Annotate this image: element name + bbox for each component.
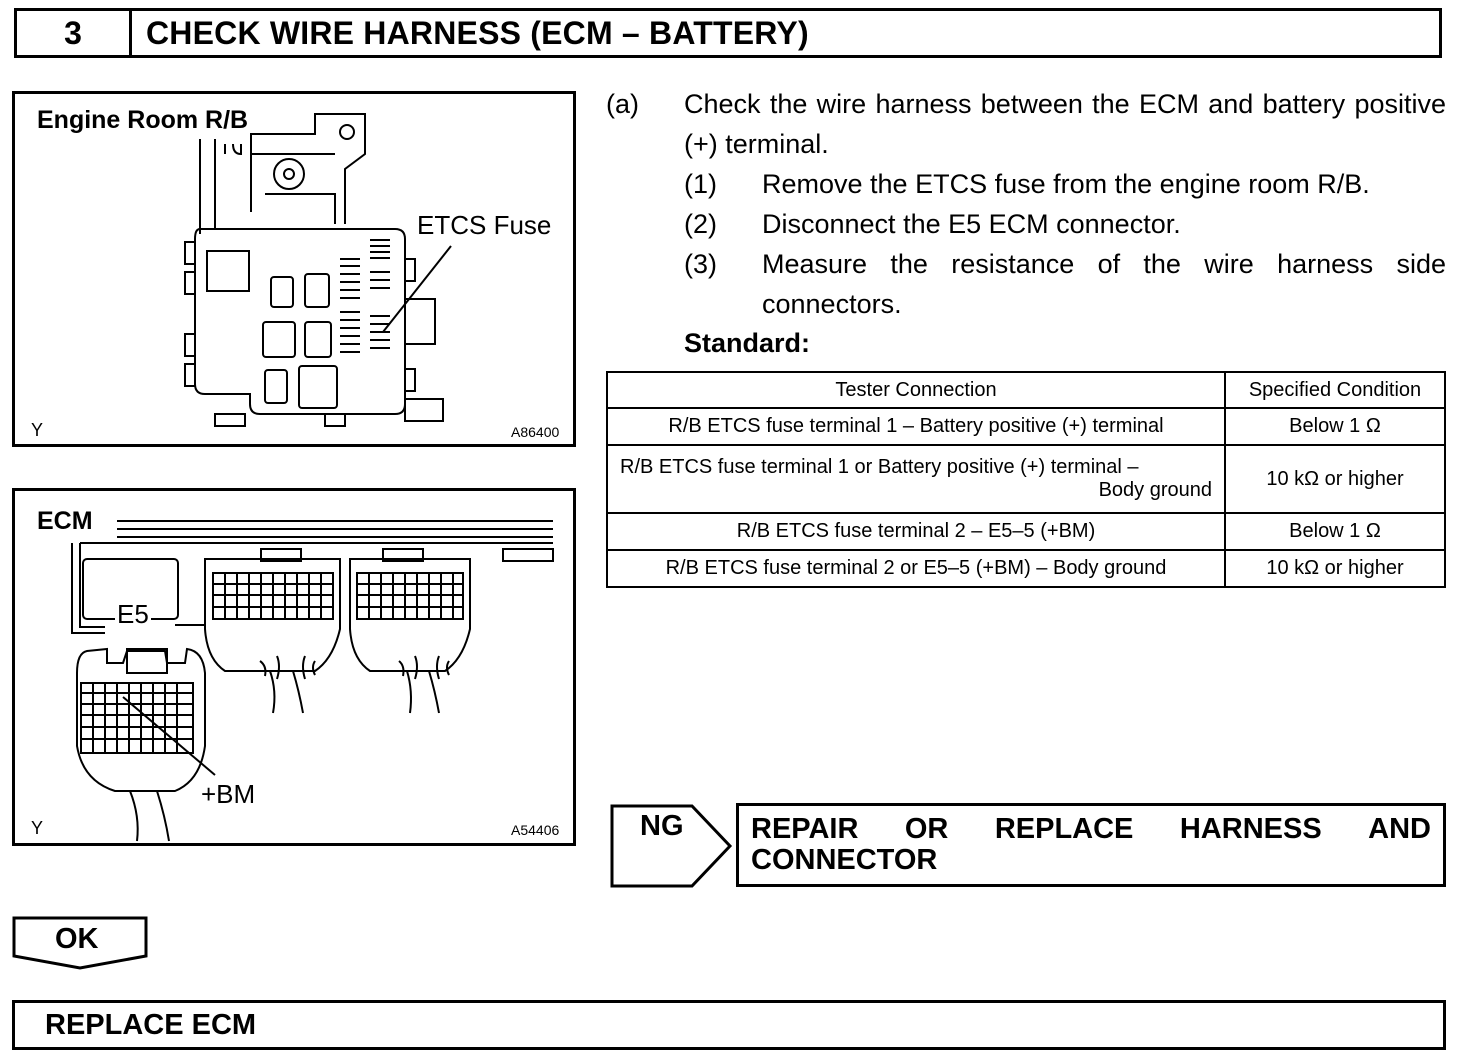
step-header: 3 CHECK WIRE HARNESS (ECM – BATTERY) [14, 8, 1442, 58]
figure-title: Engine Room R/B [37, 106, 249, 134]
ng-action-box: REPAIR OR REPLACE HARNESS AND CONNECTOR [736, 803, 1446, 887]
ng-action-line-2: CONNECTOR [751, 844, 938, 876]
ng-label: NG [640, 810, 684, 842]
standard-label: Standard: [684, 328, 811, 358]
table-row: R/B ETCS fuse terminal 2 – E5–5 (+BM) Be… [606, 512, 1446, 551]
step-1-label: (1) [684, 169, 717, 199]
step-3-label: (3) [684, 249, 717, 279]
ecm-connector-illustration [71, 520, 554, 842]
step-a-text: Check the wire harness between the ECM a… [684, 89, 1446, 159]
step-title: CHECK WIRE HARNESS (ECM – BATTERY) [146, 14, 809, 51]
engine-room-rb-figure: Engine Room R/B ETCS Fuse Y A86400 [12, 91, 576, 447]
corner-mark: Y [31, 420, 44, 440]
bm-terminal-label: +BM [201, 779, 256, 809]
figure-id: A86400 [511, 424, 560, 440]
header-specified-condition: Specified Condition [1224, 371, 1446, 409]
step-a-label: (a) [606, 89, 639, 119]
ok-arrow-shape [12, 916, 148, 970]
e5-connector-label: E5 [115, 599, 151, 630]
header-tester-connection: Tester Connection [606, 371, 1226, 409]
connection-line-1: R/B ETCS fuse terminal 1 or Battery posi… [620, 456, 1139, 478]
corner-mark: Y [31, 818, 44, 838]
table-row: R/B ETCS fuse terminal 1 or Battery posi… [606, 444, 1446, 514]
ok-label: OK [55, 923, 99, 955]
tester-connection-cell: R/B ETCS fuse terminal 2 or E5–5 (+BM) –… [606, 549, 1226, 588]
specified-condition-cell: 10 kΩ or higher [1224, 549, 1446, 588]
standard-table: Tester Connection Specified Condition R/… [606, 371, 1446, 588]
tester-connection-cell: R/B ETCS fuse terminal 2 – E5–5 (+BM) [606, 512, 1226, 551]
tester-connection-cell: R/B ETCS fuse terminal 1 or Battery posi… [606, 444, 1226, 514]
figure-id: A54406 [511, 822, 560, 838]
step-2-text: Disconnect the E5 ECM connector. [762, 209, 1181, 239]
step-3-text: Measure the resistance of the wire harne… [762, 249, 1446, 319]
table-row: R/B ETCS fuse terminal 2 or E5–5 (+BM) –… [606, 549, 1446, 588]
ecm-connector-figure: ECM E5 +BM Y A54406 [12, 488, 576, 846]
tester-connection-cell: R/B ETCS fuse terminal 1 – Battery posit… [606, 407, 1226, 446]
figure-title: ECM [37, 507, 93, 535]
table-header-row: Tester Connection Specified Condition [606, 371, 1446, 409]
ng-word: REPAIR [751, 813, 859, 845]
ng-action-line-1: REPAIR OR REPLACE HARNESS AND [751, 814, 1431, 845]
specified-condition-cell: Below 1 Ω [1224, 407, 1446, 446]
step-1-text: Remove the ETCS fuse from the engine roo… [762, 169, 1370, 199]
specified-condition-cell: Below 1 Ω [1224, 512, 1446, 551]
ng-word: HARNESS [1179, 813, 1322, 845]
ng-word: OR [904, 813, 949, 845]
ng-word: REPLACE [994, 813, 1134, 845]
step-2-label: (2) [684, 209, 717, 239]
ng-arrow-shape [610, 804, 733, 888]
step-number: 3 [17, 11, 132, 55]
specified-condition-cell: 10 kΩ or higher [1224, 444, 1446, 514]
connection-line-2: Body ground [1098, 479, 1212, 501]
final-action-box: REPLACE ECM [12, 1000, 1446, 1050]
relay-block-illustration [184, 113, 452, 427]
etcs-fuse-callout: ETCS Fuse [417, 210, 552, 240]
table-row: R/B ETCS fuse terminal 1 – Battery posit… [606, 407, 1446, 446]
ng-word: AND [1368, 813, 1431, 845]
